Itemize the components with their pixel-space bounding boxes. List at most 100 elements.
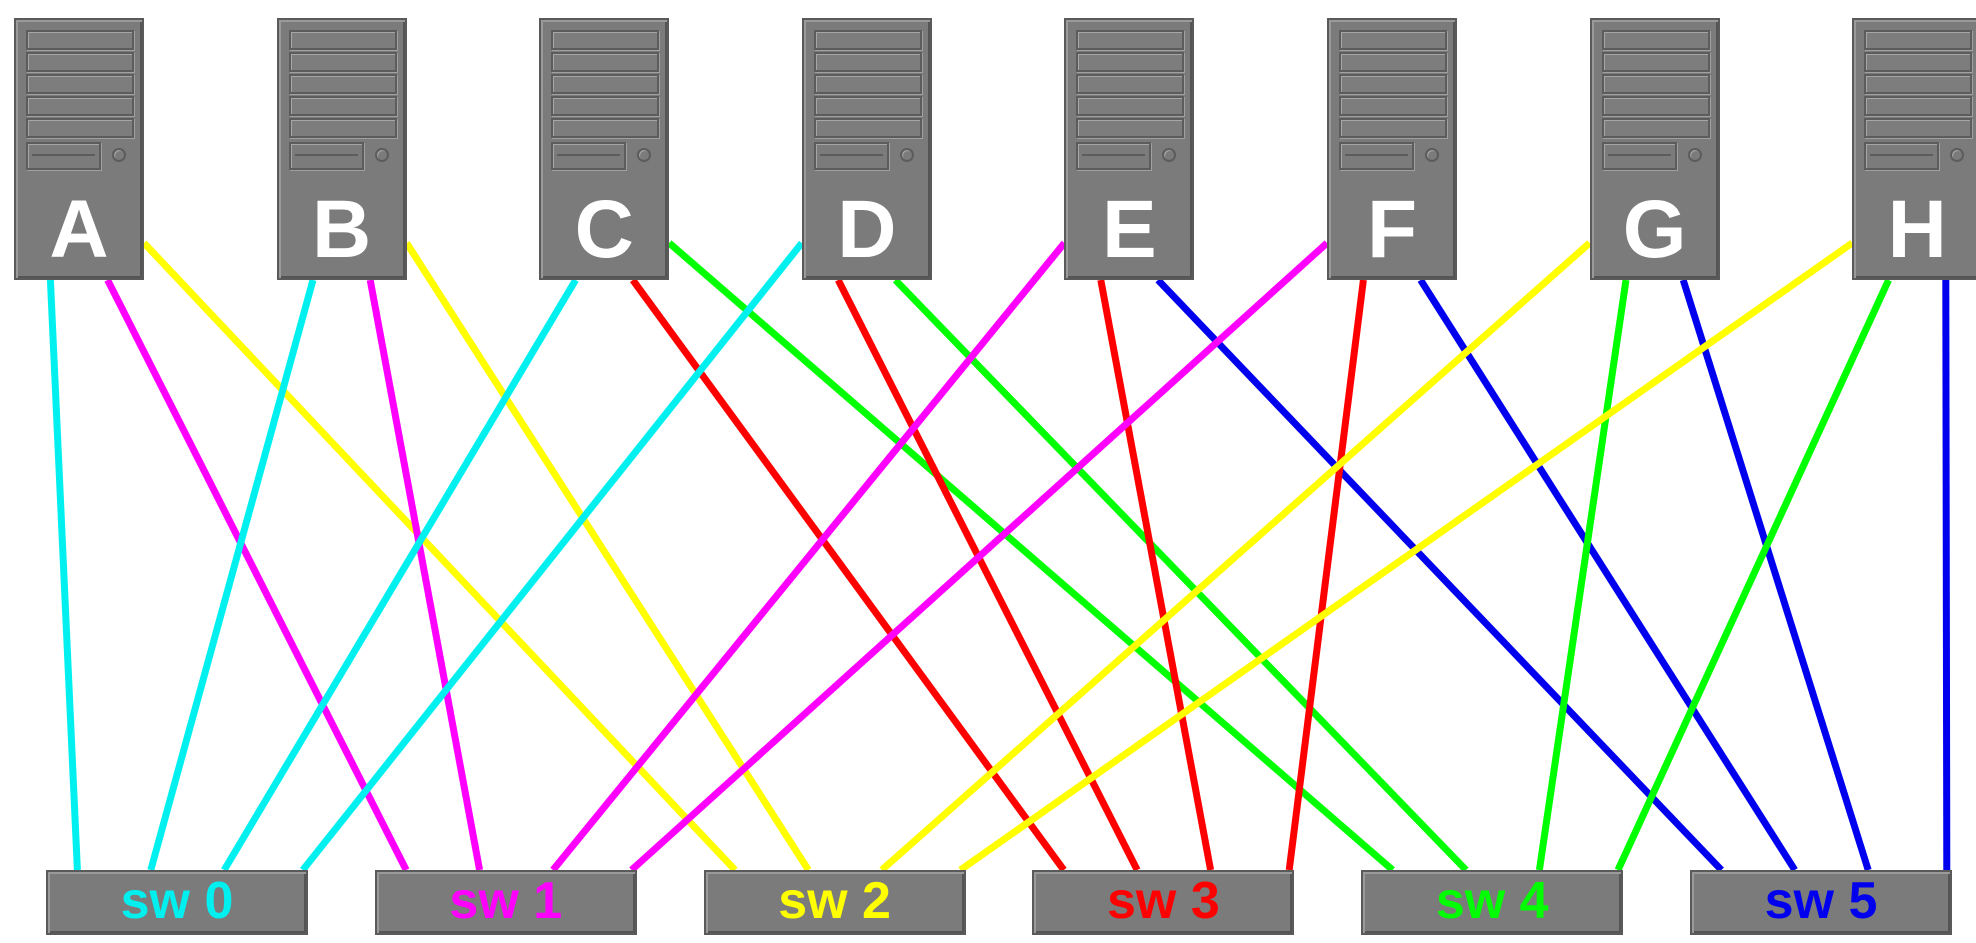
switch-4: sw 4 <box>1361 870 1624 935</box>
host-c: C <box>539 18 670 280</box>
link-e-sw5 <box>1155 277 1724 873</box>
host-g: G <box>1589 18 1720 280</box>
link-b-sw0 <box>147 279 317 871</box>
link-a-sw0 <box>46 279 81 871</box>
link-a-sw1 <box>104 278 410 872</box>
link-d-sw3 <box>835 278 1141 872</box>
drive-bay <box>26 30 134 50</box>
link-h-sw5 <box>1942 279 1951 871</box>
drive-bay <box>1339 118 1447 138</box>
drive-bay <box>1864 30 1973 50</box>
drive-bay <box>1076 74 1185 94</box>
host-label: G <box>1622 184 1687 275</box>
drive-bay <box>26 52 134 72</box>
power-button-icon <box>1950 148 1965 162</box>
disk-slot <box>1076 142 1152 170</box>
power-button-icon <box>637 148 652 162</box>
host-label: E <box>1102 184 1157 275</box>
disk-slot <box>813 142 889 170</box>
switch-0: sw 0 <box>46 870 308 935</box>
switch-2: sw 2 <box>703 870 966 935</box>
link-e-sw1 <box>550 240 1068 873</box>
drive-bay <box>813 96 922 116</box>
host-label: D <box>837 184 897 275</box>
drive-bay <box>1076 118 1185 138</box>
switch-label: sw 1 <box>449 872 563 930</box>
drive-bay <box>1601 74 1710 94</box>
power-button-icon <box>1162 148 1177 162</box>
drive-bay <box>1864 52 1973 72</box>
switch-5: sw 5 <box>1690 870 1952 935</box>
drive-bay <box>813 52 922 72</box>
drive-bay <box>288 96 397 116</box>
switch-3: sw 3 <box>1032 870 1295 935</box>
disk-slot <box>551 142 627 170</box>
drive-bay <box>551 96 660 116</box>
host-label: C <box>574 184 634 275</box>
host-label: H <box>1887 184 1947 275</box>
disk-slot <box>1864 142 1940 170</box>
drive-bay <box>26 96 134 116</box>
link-h-sw2 <box>958 240 1855 873</box>
drive-bay <box>1339 30 1447 50</box>
drive-bay <box>551 52 660 72</box>
host-label: A <box>49 184 109 275</box>
power-button-icon <box>112 148 126 162</box>
drive-bay <box>288 30 397 50</box>
drive-bay <box>26 118 134 138</box>
link-b-sw1 <box>366 279 484 871</box>
drive-bay <box>1864 74 1973 94</box>
drive-bay <box>1076 30 1185 50</box>
drive-bay <box>1339 52 1447 72</box>
host-d: D <box>801 18 932 280</box>
drive-bay <box>551 118 660 138</box>
host-b: B <box>276 18 407 280</box>
link-f-sw5 <box>1417 278 1798 872</box>
link-g-sw5 <box>1679 278 1872 872</box>
drive-bay <box>1339 96 1447 116</box>
link-f-sw1 <box>629 240 1330 873</box>
link-d-sw0 <box>300 240 805 873</box>
switch-label: sw 2 <box>778 872 891 930</box>
drive-bay <box>1601 30 1710 50</box>
power-button-icon <box>1425 148 1439 162</box>
link-d-sw4 <box>892 277 1469 873</box>
host-label: F <box>1366 184 1418 275</box>
drive-bay <box>288 74 397 94</box>
power-button-icon <box>374 148 389 162</box>
drive-bay <box>26 74 134 94</box>
drive-bay <box>551 30 660 50</box>
disk-slot <box>26 142 101 170</box>
host-label: B <box>311 184 372 275</box>
link-c-sw0 <box>221 278 579 872</box>
switch-label: sw 4 <box>1435 872 1549 930</box>
drive-bay <box>551 74 660 94</box>
switch-label: sw 5 <box>1764 872 1878 930</box>
link-e-sw3 <box>1097 279 1215 871</box>
disk-slot <box>1339 142 1414 170</box>
drive-bay <box>288 118 397 138</box>
link-f-sw3 <box>1285 279 1367 871</box>
power-button-icon <box>899 148 914 162</box>
host-a: A <box>14 18 144 280</box>
drive-bay <box>1864 96 1973 116</box>
drive-bay <box>1076 96 1185 116</box>
link-c-sw4 <box>666 240 1395 873</box>
drive-bay <box>1601 96 1710 116</box>
switch-1: sw 1 <box>374 870 637 935</box>
link-g-sw2 <box>879 240 1592 873</box>
host-f: F <box>1327 18 1457 280</box>
drive-bay <box>1601 118 1710 138</box>
power-button-icon <box>1687 148 1702 162</box>
disk-slot <box>1601 142 1677 170</box>
drive-bay <box>288 52 397 72</box>
drive-bay <box>813 118 922 138</box>
switch-label: sw 3 <box>1107 872 1220 930</box>
link-a-sw2 <box>141 240 738 873</box>
host-h: H <box>1852 18 1976 280</box>
host-e: E <box>1064 18 1195 280</box>
link-b-sw2 <box>403 241 812 872</box>
disk-slot <box>288 142 364 170</box>
